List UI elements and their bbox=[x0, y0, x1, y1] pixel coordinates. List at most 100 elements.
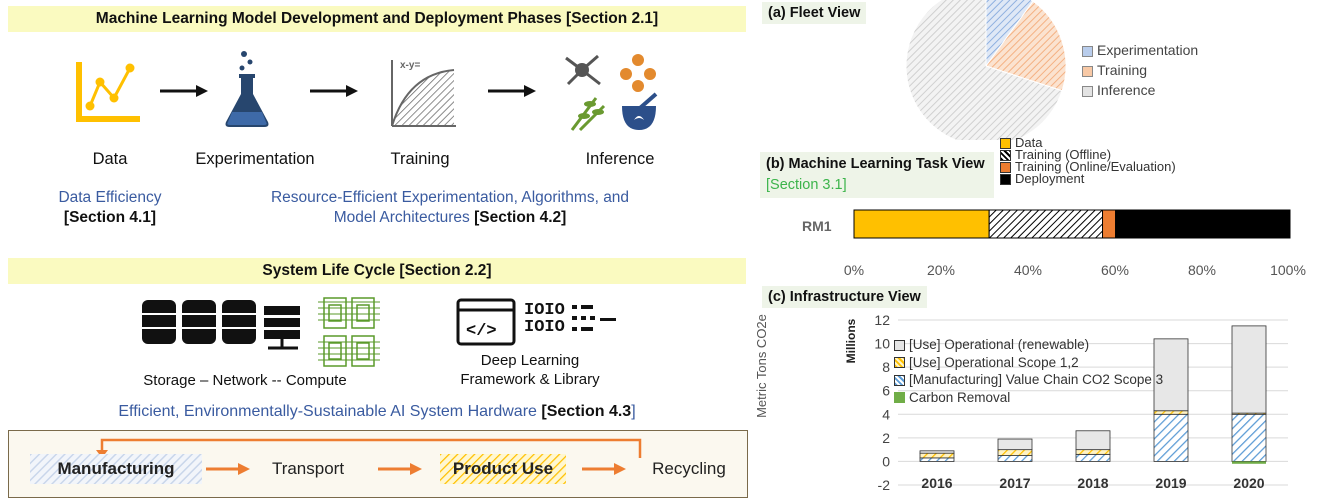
storage-database-icon bbox=[142, 300, 256, 344]
infra-bar-segment bbox=[1153, 338, 1189, 412]
task-bar-segment bbox=[988, 209, 1104, 239]
inference-applications-icon bbox=[565, 54, 658, 132]
network-server-icon bbox=[264, 306, 300, 350]
infra-bar-segment bbox=[1075, 449, 1111, 455]
infra-bar-segment bbox=[1153, 410, 1189, 415]
model-architectures-line: Model Architectures [Section 4.2] bbox=[200, 209, 700, 227]
infra-bar-segment bbox=[1153, 413, 1189, 462]
lifecycle-manufacturing: Manufacturing bbox=[57, 459, 175, 478]
legend-item-data: Data bbox=[1000, 136, 1176, 150]
list-icon bbox=[572, 305, 616, 331]
task-view-title-box bbox=[760, 152, 994, 198]
fleet-pie-chart bbox=[905, 0, 1067, 140]
infra-legend: [Use] Operational (renewable) [Use] Oper… bbox=[894, 336, 1163, 406]
lifecycle-recycling: Recycling bbox=[652, 459, 726, 478]
legend-item-training-offline: Training (Offline) bbox=[1000, 148, 1176, 162]
infra-bar-segment bbox=[997, 449, 1033, 456]
infra-bar-segment bbox=[1231, 325, 1267, 414]
task-tick: 40% bbox=[1013, 262, 1043, 278]
manufacturing-bg bbox=[30, 454, 202, 484]
y-tick-label: 6 bbox=[882, 383, 890, 399]
efficient-hardware-bracket: ] bbox=[631, 403, 636, 420]
binary-glyph: IOIO IOIO bbox=[524, 302, 565, 336]
infra-bar-segment bbox=[1075, 453, 1111, 462]
svg-text:</>: </> bbox=[466, 322, 497, 341]
task-bar-segment bbox=[1102, 209, 1117, 239]
arrow-icon bbox=[582, 463, 626, 475]
x-tick-label: 2020 bbox=[1233, 475, 1264, 491]
legend-item-operational-renewable: [Use] Operational (renewable) bbox=[894, 336, 1163, 354]
y-tick-label: 10 bbox=[874, 336, 890, 352]
task-view-title: (b) Machine Learning Task View bbox=[766, 156, 985, 172]
ml-phases-banner: Machine Learning Model Development and D… bbox=[8, 6, 746, 32]
infra-bar-segment bbox=[1075, 430, 1111, 451]
x-tick-label: 2017 bbox=[999, 475, 1030, 491]
fleet-view-title: (a) Fleet View bbox=[762, 2, 867, 24]
arrow-icon bbox=[160, 85, 208, 97]
infra-bar-segment bbox=[919, 452, 955, 459]
arrow-icon bbox=[378, 463, 422, 475]
data-efficiency-label: Data Efficiency bbox=[58, 189, 162, 206]
y-tick-label: 12 bbox=[874, 312, 890, 328]
arrow-icon bbox=[310, 85, 358, 97]
model-architectures-section: [Section 4.2] bbox=[474, 209, 567, 226]
task-legend: Data Training (Offline) Training (Online… bbox=[1000, 136, 1176, 186]
lifecycle-product-use: Product Use bbox=[452, 459, 554, 478]
rm1-row-label: RM1 bbox=[802, 218, 832, 234]
infra-ylabel-millions: Millions bbox=[844, 318, 858, 364]
infra-bar-segment bbox=[997, 455, 1033, 462]
infra-bar-segment bbox=[919, 450, 955, 454]
infra-bar-segment bbox=[997, 438, 1033, 451]
deep-learning-label-1: Deep Learning bbox=[480, 352, 580, 369]
legend-item-scope3: [Manufacturing] Value Chain CO2 Scope 3 bbox=[894, 371, 1163, 389]
resource-efficient-label: Resource-Efficient Experimentation, Algo… bbox=[270, 189, 630, 206]
binary-line-2: IOIO bbox=[524, 318, 565, 337]
phase-label-training: Training bbox=[390, 150, 450, 168]
task-tick: 80% bbox=[1187, 262, 1217, 278]
lifecycle-transport: Transport bbox=[271, 459, 345, 478]
task-tick: 0% bbox=[843, 262, 865, 278]
legend-item-deployment: Deployment bbox=[1000, 172, 1176, 186]
infra-bar-negative bbox=[1232, 461, 1266, 464]
efficient-hardware-line: Efficient, Environmentally-Sustainable A… bbox=[8, 403, 746, 421]
infra-view-title: (c) Infrastructure View bbox=[762, 286, 927, 308]
binary-line-1: IOIO bbox=[524, 301, 565, 320]
data-efficiency-section: [Section 4.1] bbox=[63, 209, 157, 226]
data-chart-icon bbox=[76, 62, 140, 122]
x-tick-label: 2019 bbox=[1155, 475, 1186, 491]
task-tick: 20% bbox=[926, 262, 956, 278]
phase-label-data: Data bbox=[92, 150, 128, 168]
code-window-icon: </> bbox=[456, 298, 516, 346]
storage-network-compute-label: Storage – Network -- Compute bbox=[143, 372, 347, 389]
legend-item-carbon-removal: Carbon Removal bbox=[894, 389, 1163, 407]
task-tick: 60% bbox=[1100, 262, 1130, 278]
legend-item-experimentation: Experimentation bbox=[1082, 40, 1198, 60]
svg-text:x-y=: x-y= bbox=[400, 60, 420, 71]
legend-item-scope12: [Use] Operational Scope 1,2 bbox=[894, 354, 1163, 372]
phase-label-inference: Inference bbox=[585, 150, 655, 168]
efficient-hardware-label: Efficient, Environmentally-Sustainable A… bbox=[118, 403, 537, 420]
fleet-legend: Experimentation Training Inference bbox=[1082, 40, 1198, 100]
deep-learning-label-2: Framework & Library bbox=[460, 371, 600, 388]
system-lifecycle-banner: System Life Cycle [Section 2.2] bbox=[8, 258, 746, 284]
y-tick-label: -2 bbox=[878, 477, 891, 493]
task-tick: 100% bbox=[1270, 262, 1306, 278]
efficient-hardware-section: [Section 4.3 bbox=[541, 403, 632, 420]
task-bar-segment bbox=[1115, 209, 1291, 239]
phase-label-experimentation: Experimentation bbox=[195, 150, 315, 168]
flask-icon bbox=[225, 51, 269, 127]
y-tick-label: 8 bbox=[882, 359, 890, 375]
infra-bar-segment bbox=[1231, 413, 1267, 462]
model-architectures-label: Model Architectures bbox=[333, 209, 470, 226]
legend-item-training: Training bbox=[1082, 60, 1198, 80]
x-tick-label: 2016 bbox=[921, 475, 952, 491]
arrow-icon bbox=[206, 463, 250, 475]
infra-bar-segment bbox=[919, 457, 955, 462]
y-tick-label: 4 bbox=[882, 406, 890, 422]
pie-slice-training bbox=[985, 0, 1067, 92]
y-tick-label: 2 bbox=[882, 430, 890, 446]
x-tick-label: 2018 bbox=[1077, 475, 1108, 491]
legend-item-inference: Inference bbox=[1082, 80, 1198, 100]
task-bar-segment bbox=[853, 209, 990, 239]
